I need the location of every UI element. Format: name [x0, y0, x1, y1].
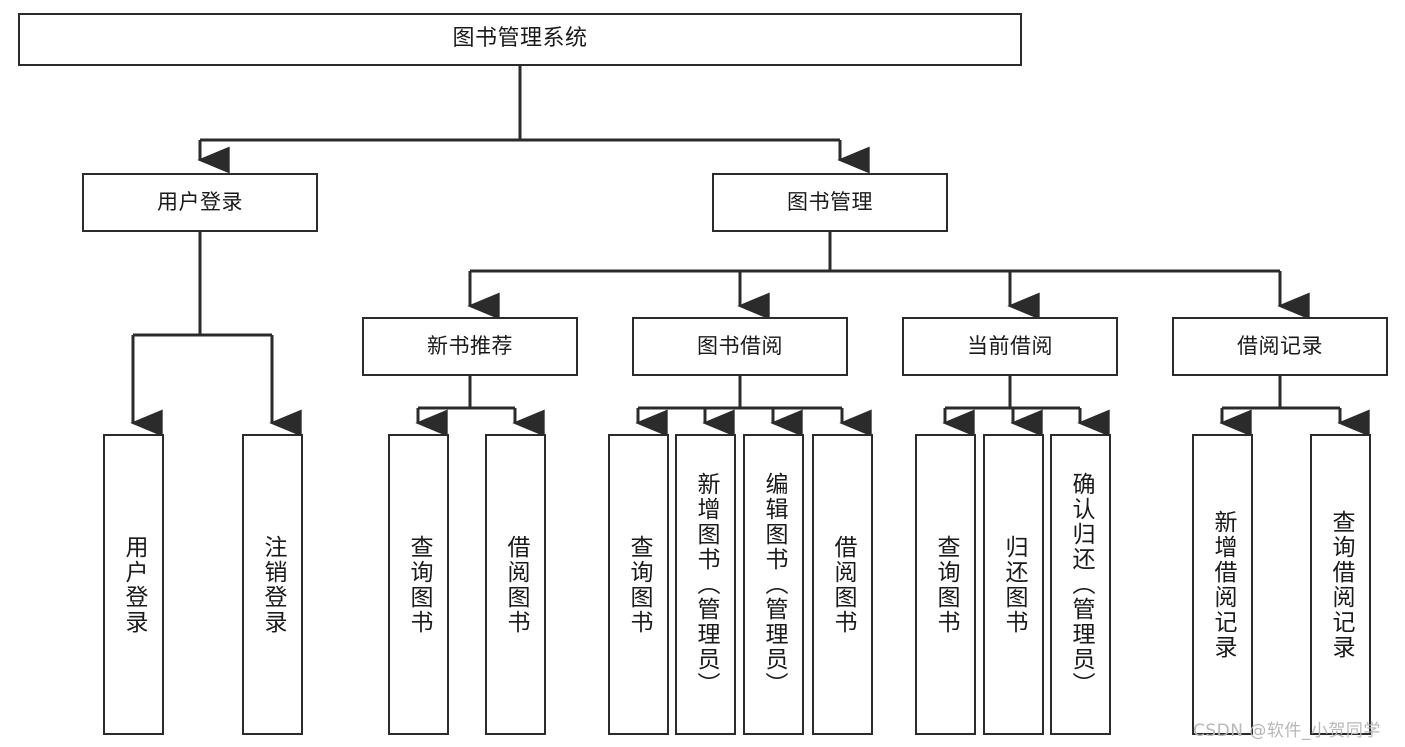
node-current-borrow[interactable]: 当前借阅 [902, 317, 1118, 376]
leaf-confirm-return-admin[interactable]: 确认归还（管理员） [1050, 434, 1111, 735]
node-book-management[interactable]: 图书管理 [712, 173, 948, 232]
leaf-edit-book-admin[interactable]: 编辑图书（管理员） [743, 434, 804, 735]
node-label: 借阅图书 [830, 534, 856, 635]
node-user-login[interactable]: 用户登录 [82, 173, 318, 232]
node-label: 借阅图书 [503, 534, 529, 635]
node-borrow-record[interactable]: 借阅记录 [1172, 317, 1388, 376]
node-label: 注销登录 [260, 534, 286, 635]
node-label: 图书借阅 [697, 333, 783, 358]
leaf-search-book-recommend[interactable]: 查询图书 [388, 434, 449, 735]
node-new-book-recommend[interactable]: 新书推荐 [362, 317, 578, 376]
node-label: 当前借阅 [967, 333, 1053, 358]
leaf-borrow-book-recommend[interactable]: 借阅图书 [485, 434, 546, 735]
leaf-logout[interactable]: 注销登录 [242, 434, 303, 735]
node-label: 编辑图书（管理员） [761, 472, 787, 697]
leaf-user-login[interactable]: 用户登录 [103, 434, 164, 735]
node-label: 查询图书 [933, 534, 959, 635]
node-label: 归还图书 [1001, 534, 1027, 635]
node-label: 借阅记录 [1237, 333, 1323, 358]
leaf-search-borrow-record[interactable]: 查询借阅记录 [1310, 434, 1371, 735]
node-label: 确认归还（管理员） [1068, 472, 1094, 697]
node-book-borrow[interactable]: 图书借阅 [632, 317, 848, 376]
node-label: 图书管理系统 [452, 26, 588, 52]
leaf-borrow-book[interactable]: 借阅图书 [812, 434, 873, 735]
node-label: 查询图书 [626, 534, 652, 635]
node-label: 新增图书（管理员） [693, 472, 719, 697]
watermark-text: CSDN @软件_小贺同学 [1193, 721, 1381, 741]
node-label: 新增借阅记录 [1210, 509, 1236, 660]
leaf-add-book-admin[interactable]: 新增图书（管理员） [675, 434, 736, 735]
leaf-search-book-current[interactable]: 查询图书 [915, 434, 976, 735]
node-label: 图书管理 [787, 189, 873, 214]
leaf-search-book-borrow[interactable]: 查询图书 [608, 434, 669, 735]
node-root-system[interactable]: 图书管理系统 [18, 13, 1022, 66]
node-label: 查询借阅记录 [1328, 509, 1354, 660]
leaf-add-borrow-record[interactable]: 新增借阅记录 [1192, 434, 1253, 735]
node-label: 用户登录 [157, 189, 243, 214]
node-label: 用户登录 [121, 534, 147, 635]
leaf-return-book[interactable]: 归还图书 [983, 434, 1044, 735]
node-label: 新书推荐 [427, 333, 513, 358]
node-label: 查询图书 [406, 534, 432, 635]
